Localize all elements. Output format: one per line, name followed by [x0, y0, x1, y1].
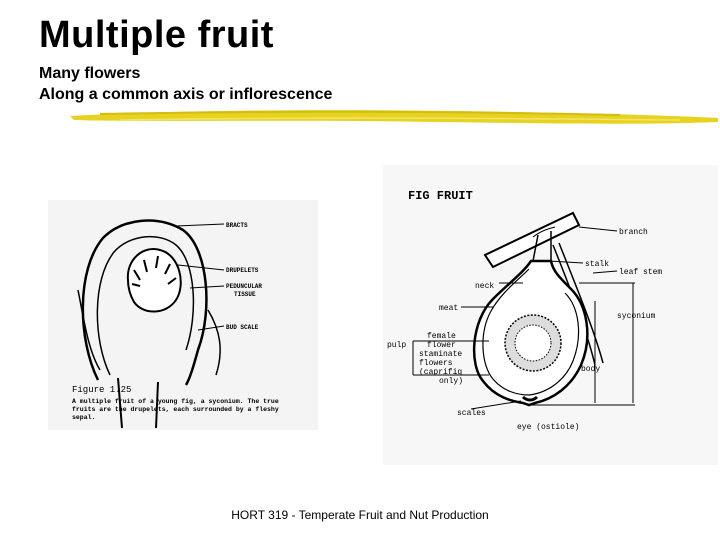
label-leaf-stem: leaf stem [619, 268, 662, 277]
label-only: only) [439, 377, 463, 386]
label-scales: scales [457, 409, 486, 418]
label-bud-scale: BUD SCALE [226, 324, 259, 331]
caption-line: fruits are the drupelets, each surrounde… [72, 406, 279, 413]
label-meat: meat [439, 304, 458, 313]
label-eye: eye (ostiole) [517, 423, 579, 432]
fig-fruit-title: FIG FRUIT [408, 189, 473, 203]
label-neck: neck [475, 282, 494, 291]
label-drupelets: DRUPELETS [226, 267, 259, 274]
fig-syconium-figure: BRACTS DRUPELETS PEDUNCULAR TISSUE BUD S… [48, 200, 318, 430]
caption-line: sepal. [72, 414, 95, 421]
label-stalk: stalk [585, 260, 609, 269]
label-branch: branch [619, 228, 648, 237]
label-flowers: flowers [419, 359, 453, 368]
slide-footer: HORT 319 - Temperate Fruit and Nut Produ… [231, 508, 489, 522]
label-flower: flower [427, 341, 456, 350]
bullet-item: Along a common axis or inflorescence [39, 86, 333, 103]
label-caprifig: (caprifig [419, 368, 462, 377]
bullet-item: Many flowers [39, 65, 141, 82]
caption-title: Figure 1.25 [72, 385, 131, 395]
label-female: female [427, 332, 456, 341]
fig-fruit-figure: FIG FRUIT branch stalk leaf stem neck sy… [383, 165, 718, 465]
label-body: body [581, 365, 600, 374]
caption-line: A multiple fruit of a young fig, a sycon… [72, 398, 279, 405]
label-syconium: syconium [617, 312, 656, 321]
title-underline-brush [70, 110, 718, 124]
label-pulp: pulp [387, 341, 406, 350]
label-bracts: BRACTS [226, 222, 248, 229]
label-tissue: TISSUE [234, 291, 256, 298]
slide-title: Multiple fruit [39, 14, 274, 56]
label-peduncular: PEDUNCULAR [226, 283, 262, 290]
bullet-list: Many flowers Along a common axis or infl… [39, 63, 332, 105]
label-staminate: staminate [419, 350, 462, 359]
